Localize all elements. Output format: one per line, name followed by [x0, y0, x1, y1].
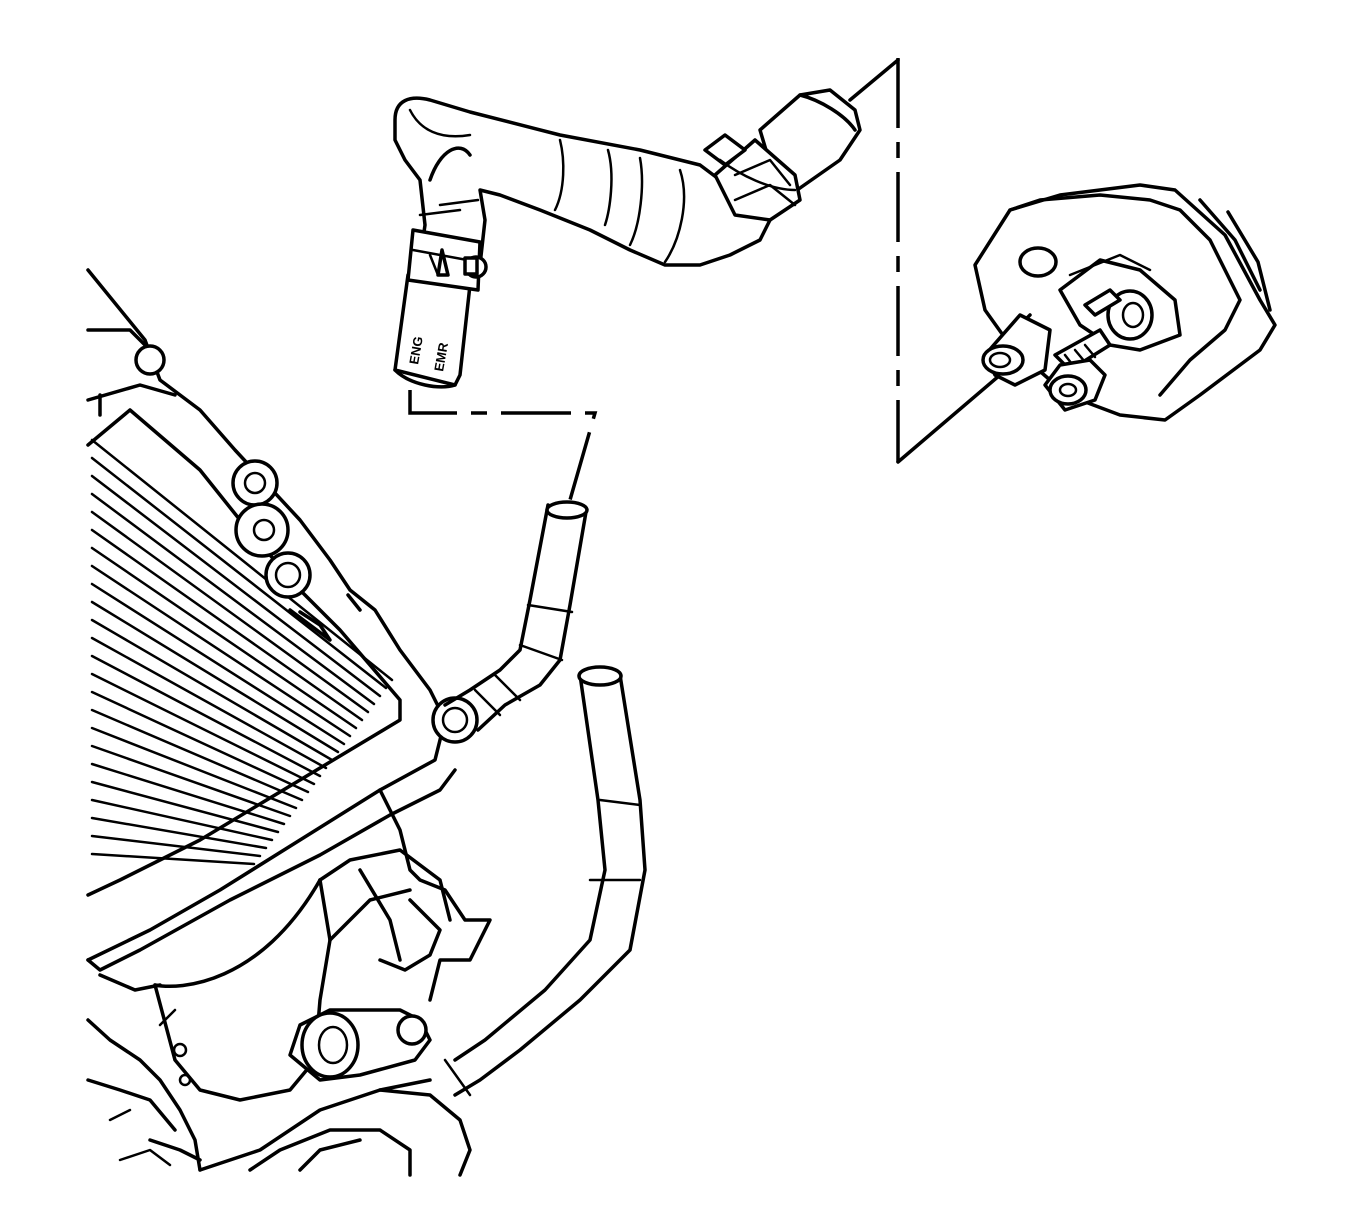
intake-rib — [90, 834, 262, 858]
fitting-boss — [431, 696, 479, 744]
intake-rib — [90, 528, 364, 722]
intake-rib — [90, 762, 286, 826]
intake-rib — [90, 852, 256, 866]
intake-ribs — [90, 438, 394, 866]
heater-hose: ENG EMR — [393, 88, 862, 389]
bolt-boss-1 — [231, 459, 279, 507]
intake-rib — [90, 654, 322, 778]
intake-rib — [90, 456, 388, 690]
intake-rib — [90, 636, 328, 770]
intake-rib — [90, 744, 292, 818]
intake-rib — [90, 510, 370, 714]
intake-rib — [90, 798, 274, 842]
intake-rib — [90, 690, 310, 794]
intake-rib — [90, 780, 280, 834]
intake-rib — [90, 492, 376, 706]
intake-rib — [90, 708, 304, 802]
heater-core-fitting — [973, 183, 1277, 422]
intake-rib — [90, 672, 316, 786]
mount-hole — [1018, 246, 1058, 278]
bolt-boss-3 — [264, 551, 312, 599]
intake-rib — [90, 582, 346, 746]
intake-rib — [90, 726, 298, 810]
intake-rib — [90, 546, 358, 730]
intake-rib — [90, 618, 334, 762]
hose-marking-eng: ENG — [406, 335, 426, 365]
engine-heater-return-pipe — [443, 665, 647, 1097]
engine-heater-outlet-pipe — [443, 500, 589, 732]
intake-rib — [90, 438, 394, 682]
hose-marking-emr: EMR — [431, 341, 451, 373]
bolt-boss-2 — [234, 502, 290, 558]
intake-rib — [90, 564, 352, 738]
engine-block — [86, 268, 492, 1177]
intake-rib — [90, 816, 268, 850]
intake-rib — [90, 474, 382, 698]
leader-lines — [408, 58, 1002, 501]
intake-rib — [90, 600, 340, 754]
